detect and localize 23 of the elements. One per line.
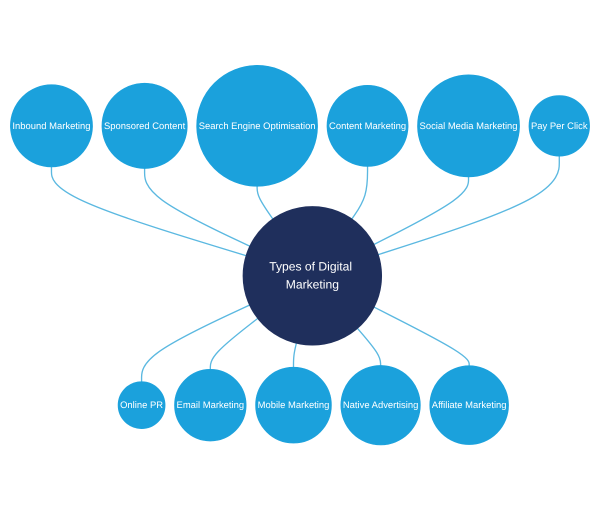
node-circle: Affiliate Marketing <box>429 366 509 446</box>
node-circle: Online PR <box>118 382 166 430</box>
node-circle: Social Media Marketing <box>417 74 520 178</box>
connector <box>378 156 560 256</box>
connector <box>256 186 274 220</box>
connector <box>50 167 246 257</box>
node-circle: Types of Digital Marketing <box>242 206 382 346</box>
node-circle: Mobile Marketing <box>255 367 332 444</box>
connector <box>292 344 297 368</box>
node-circle: Content Marketing <box>326 85 408 168</box>
node-circle: Sponsored Content <box>102 83 188 170</box>
node-circle: Pay Per Click <box>528 96 590 157</box>
connector <box>374 177 470 246</box>
connector <box>374 306 470 366</box>
connector <box>357 328 382 366</box>
connector <box>140 304 250 382</box>
node-circle: Search Engine Optimisation <box>196 65 318 187</box>
connector <box>210 318 258 370</box>
node-circle: Native Advertising <box>340 365 421 446</box>
node-circle: Email Marketing <box>174 369 246 442</box>
node-circle: Inbound Marketing <box>10 84 93 168</box>
connector <box>351 166 368 220</box>
connector <box>144 168 250 248</box>
